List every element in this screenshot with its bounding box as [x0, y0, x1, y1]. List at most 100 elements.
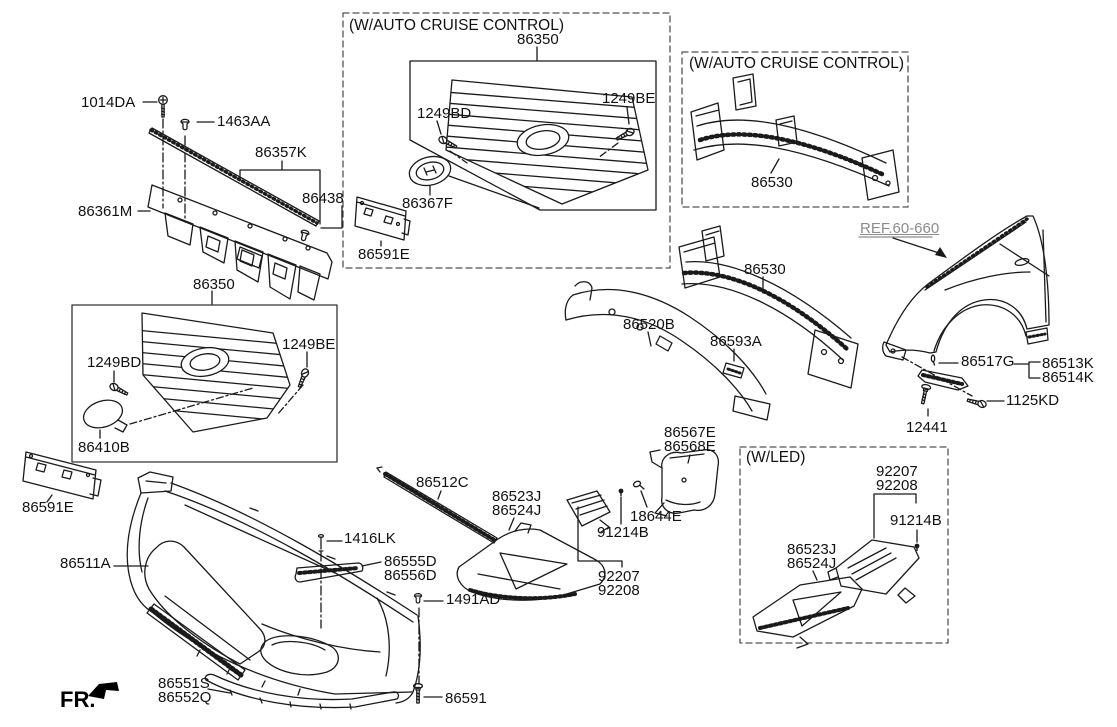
part-label-12441: 12441	[906, 419, 948, 436]
part-label-86410b: 86410B	[78, 439, 130, 456]
part-label-1125kd: 1125KD	[1006, 392, 1060, 409]
fender-drawing	[882, 215, 1050, 361]
absorber-drawing	[564, 281, 771, 421]
leader-18644e	[640, 490, 648, 508]
part-label-92207-b: 92207	[876, 463, 918, 480]
acc-grille-frame	[409, 60, 657, 211]
beam-drawing-mid	[678, 225, 859, 389]
part-label-86591e-a: 86591E	[22, 499, 74, 516]
strip-86512c	[376, 466, 498, 544]
bracket-92207-a	[577, 506, 623, 568]
fog-bezel-drawing-led	[752, 576, 863, 649]
part-label-86361m: 86361M	[78, 203, 133, 220]
part-label-86530-mid: 86530	[744, 261, 786, 278]
part-label-91214b-b: 91214B	[890, 512, 942, 529]
bracket-86593a	[722, 362, 745, 379]
part-label-92208-a: 92208	[598, 582, 640, 599]
bracket-86438	[320, 205, 343, 229]
fastener-1463aa	[180, 118, 190, 131]
leader-86555d	[361, 561, 382, 567]
part-label-86350-main: 86350	[193, 276, 235, 293]
part-label-86568e: 86568E	[664, 438, 716, 455]
part-label-86555d: 86555D	[384, 553, 437, 570]
leader-86551s	[207, 688, 231, 694]
leader-86520b	[647, 331, 652, 347]
part-label-86520b: 86520B	[623, 316, 675, 333]
part-label-86556d: 86556D	[384, 567, 437, 584]
part-label-86514k: 86514K	[1042, 369, 1094, 386]
fastener-1491ad	[413, 593, 423, 604]
part-label-86357k: 86357K	[255, 144, 307, 161]
centerlines-fender	[901, 356, 973, 419]
strip-86555d	[294, 562, 364, 583]
acc-grille-box-border	[342, 12, 671, 269]
part-label-86551s: 86551S	[158, 675, 210, 692]
fastener-1249bd-a	[108, 381, 130, 398]
fastener-12441	[917, 383, 932, 406]
leader-lines-topleft	[137, 101, 215, 305]
fr-direction-arrow	[88, 682, 119, 699]
ref-arrowhead	[935, 247, 947, 258]
leader-86523j-a	[508, 517, 515, 531]
plate-bracket-86591e-b	[354, 196, 411, 241]
air-duct-drawing	[649, 449, 720, 517]
part-label-1249be-b: 1249BE	[602, 90, 656, 107]
part-label-86593a: 86593A	[710, 333, 762, 350]
beam-drawing-acc	[690, 73, 900, 201]
fastener-1416lk	[317, 533, 325, 552]
part-label-1014da: 1014DA	[81, 94, 136, 111]
part-label-86512c: 86512C	[416, 474, 469, 491]
leaders-fender	[938, 361, 1041, 402]
part-label-86523j-b: 86523J	[787, 541, 837, 558]
part-label-86350-acc: 86350	[517, 31, 559, 48]
acc-beam-box-border	[681, 51, 909, 208]
fog-bezel-drawing-mid	[456, 522, 606, 601]
leaders-grille-box	[46, 351, 308, 503]
part-label-1249bd-a: 1249BD	[87, 354, 142, 371]
fastener-1014da	[158, 95, 168, 118]
part-label-92207-a: 92207	[598, 568, 640, 585]
part-label-86524j-a: 86524J	[492, 502, 542, 519]
part-label-1416lk: 1416LK	[344, 530, 396, 547]
centerlines-acc-grille	[449, 142, 619, 164]
part-label-86524j-b: 86524J	[787, 555, 837, 572]
centerlines-topleft	[162, 118, 186, 223]
bracket-86357k	[239, 160, 321, 225]
fr-indicator: FR.	[60, 687, 96, 712]
led-lamp-drawing-mid	[566, 490, 611, 533]
part-label-91214b-a: 91214B	[597, 524, 649, 541]
emblem-86367f	[408, 155, 452, 187]
part-label-86591: 86591	[445, 690, 487, 707]
part-label-92208-b: 92208	[876, 477, 918, 494]
part-label-1249be-a: 1249BE	[282, 336, 336, 353]
ref-leader	[892, 237, 943, 255]
led-lamp-drawing-led	[827, 539, 920, 604]
part-label-86567e: 86567E	[664, 424, 716, 441]
emblem-86410b	[82, 399, 128, 433]
grille-drawing-main	[141, 312, 291, 433]
part-label-1463aa: 1463AA	[217, 113, 271, 130]
acc-grille-box-title: (W/AUTO CRUISE CONTROL)	[349, 17, 564, 34]
leaders-led-box	[812, 493, 918, 581]
led-box-title: (W/LED)	[746, 449, 806, 466]
part-label-86530-acc: 86530	[751, 174, 793, 191]
part-label-86367f: 86367F	[402, 195, 453, 212]
part-label-86552q: 86552Q	[158, 689, 212, 706]
grille-drawing-acc	[445, 79, 649, 205]
lower-lip-drawing	[204, 673, 400, 710]
plate-bracket-86591e-a	[22, 451, 102, 500]
ref-label: REF.60-660	[860, 220, 940, 237]
fastener-86517g	[930, 354, 936, 366]
part-label-1491ad: 1491AD	[446, 591, 501, 608]
acc-beam-box-title: (W/AUTO CRUISE CONTROL)	[689, 55, 904, 72]
leader-86567e	[687, 454, 691, 464]
leaders-acc-grille	[380, 46, 630, 247]
part-label-18644e: 18644E	[630, 508, 682, 525]
part-label-86513k: 86513K	[1042, 355, 1094, 372]
fastener-91214b-a	[617, 487, 625, 497]
part-label-1249bd-b: 1249BD	[417, 105, 472, 122]
leader-86530-acc	[770, 158, 780, 174]
centerlines-bumper	[320, 551, 420, 685]
